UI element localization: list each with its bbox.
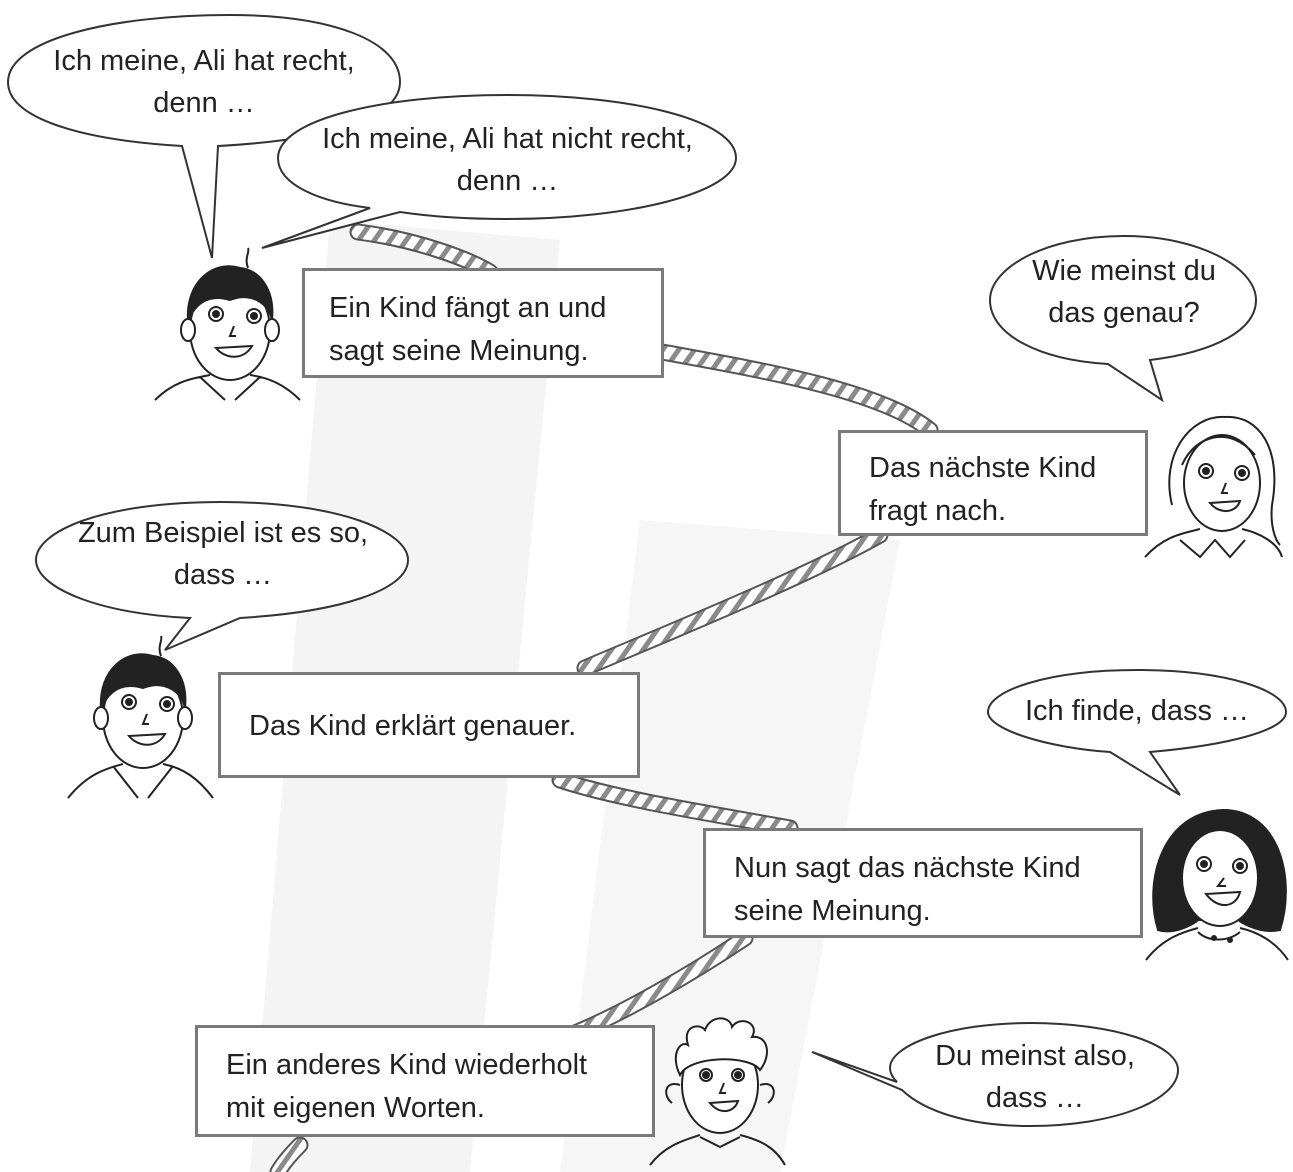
bubble-3-shape: [988, 234, 1258, 403]
step-box-3: Das Kind erklärt genauer.: [218, 672, 640, 778]
step-1-text: Ein Kind fängt an und sagt seine Meinung…: [329, 292, 607, 367]
boy-2-icon: [67, 635, 214, 799]
boy-3-icon: [649, 1017, 786, 1166]
bubble-5-shape: [986, 668, 1288, 796]
step-box-1: Ein Kind fängt an und sagt seine Meinung…: [302, 268, 664, 378]
girl-1-icon: [1144, 415, 1283, 559]
step-box-2: Das nächste Kind fragt nach.: [838, 430, 1148, 536]
step-2-text: Das nächste Kind fragt nach.: [869, 452, 1097, 527]
step-box-5: Ein anderes Kind wiederholt mit eigenen …: [195, 1025, 655, 1137]
bubble-1-shape: [6, 13, 402, 259]
bubble-1-text: Ich meine, Ali hat recht, denn …: [53, 45, 355, 119]
rope: [269, 223, 939, 1172]
bubble-2-shape: [261, 93, 738, 249]
step-4-text: Nun sagt das nächste Kind seine Meinung.: [734, 852, 1081, 927]
step-3-text: Das Kind erklärt genauer.: [249, 710, 577, 742]
bubble-5-text: Ich finde, dass …: [1024, 695, 1250, 727]
girl-2-icon: [1145, 808, 1289, 961]
boy-1-icon: [154, 247, 301, 401]
bubble-6-text: Du meinst also, dass …: [935, 1040, 1135, 1114]
bubble-6-shape: [811, 1021, 1180, 1128]
speech-bubble-shapes: [6, 13, 1288, 1128]
step-5-text: Ein anderes Kind wiederholt mit eigenen …: [226, 1049, 588, 1124]
bubble-2-text: Ich meine, Ali hat nicht recht, denn …: [322, 123, 693, 197]
bubble-4-shape: [34, 500, 410, 651]
bubble-3-text: Wie meinst du das genau?: [1032, 255, 1216, 329]
bubble-4-text: Zum Beispiel ist es so, dass …: [77, 517, 369, 591]
step-box-4: Nun sagt das nächste Kind seine Meinung.: [703, 828, 1143, 938]
